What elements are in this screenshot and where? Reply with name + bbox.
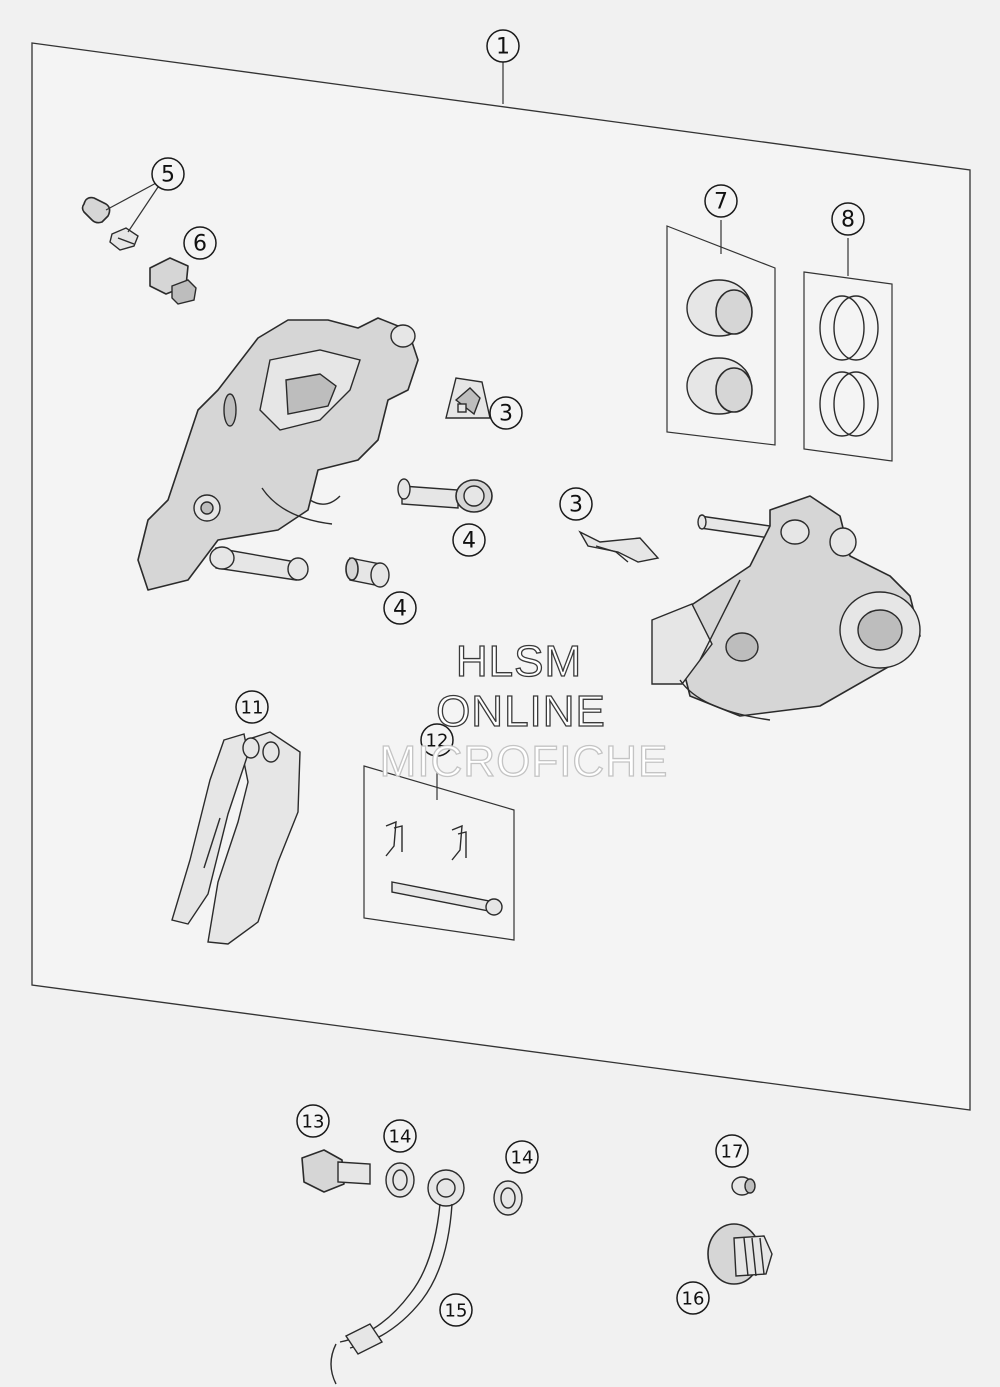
callout-11: 11 [235, 690, 269, 724]
callout-6-label: 6 [193, 232, 207, 257]
callout-14b-ring [505, 1140, 539, 1174]
callout-1-label: 1 [496, 35, 510, 60]
callout-8-ring [831, 202, 865, 236]
callout-6-ring [183, 226, 217, 260]
sealing-washer-a [385, 1162, 415, 1198]
watermark-line-2: ONLINE [436, 687, 606, 736]
callout-12: 12 [420, 723, 454, 757]
brake-pads [171, 731, 301, 945]
plug-screw [149, 257, 197, 305]
callout-4b-label: 4 [393, 597, 407, 622]
caliper-housing [137, 317, 419, 591]
callout-3b: 3 [559, 487, 593, 521]
callout-13-ring [296, 1104, 330, 1138]
callout-3b-label: 3 [569, 493, 583, 518]
callout-8: 8 [831, 202, 865, 236]
callout-4b-ring [383, 591, 417, 625]
callout-6: 6 [183, 226, 217, 260]
callout-4b: 4 [383, 591, 417, 625]
callout-4a-ring [452, 523, 486, 557]
callout-5-ring [151, 157, 185, 191]
watermark: HLSM ONLINE MICROFICHE [379, 636, 669, 786]
callout-3a-ring [489, 396, 523, 430]
callout-13-label: 13 [302, 1112, 325, 1133]
callout-1-ring [486, 29, 520, 63]
callout-7: 7 [704, 184, 738, 218]
callout-17-ring [715, 1134, 749, 1168]
seal-kit [803, 238, 893, 462]
callout-7-ring [704, 184, 738, 218]
guide-bushing [345, 557, 390, 588]
piston-kit [666, 220, 776, 446]
threaded-plug [707, 1223, 773, 1285]
pad-spring-upper [445, 377, 491, 419]
callout-14a-ring [383, 1119, 417, 1153]
guide-pin [397, 478, 493, 513]
callout-3b-ring [559, 487, 593, 521]
callout-15-ring [439, 1293, 473, 1327]
bleeder-screw [81, 181, 161, 251]
callout-11-label: 11 [241, 698, 264, 719]
callout-5-label: 5 [161, 163, 175, 188]
callout-3a: 3 [489, 396, 523, 430]
callout-5: 5 [151, 157, 185, 191]
callout-13: 13 [296, 1104, 330, 1138]
callout-14b: 14 [505, 1140, 539, 1174]
callout-1: 1 [486, 29, 520, 63]
callout-4a-label: 4 [462, 529, 476, 554]
callout-16-label: 16 [682, 1289, 705, 1310]
callout-3a-label: 3 [499, 402, 513, 427]
caliper-support [651, 495, 921, 721]
callout-15-label: 15 [445, 1301, 468, 1322]
callout-17-label: 17 [721, 1142, 744, 1163]
callout-4a: 4 [452, 523, 486, 557]
sealing-washer-b [493, 1180, 523, 1216]
bleed-cap [731, 1176, 756, 1196]
callout-16: 16 [676, 1281, 710, 1315]
watermark-line-1: HLSM [456, 637, 582, 686]
banjo-bolt [301, 1149, 371, 1193]
callout-16-ring [676, 1281, 710, 1315]
pad-spring-lower [578, 530, 660, 563]
callout-14a: 14 [383, 1119, 417, 1153]
callout-8-label: 8 [841, 208, 855, 233]
callout-17: 17 [715, 1134, 749, 1168]
callout-7-label: 7 [714, 190, 728, 215]
watermark-line-3: MICROFICHE [380, 737, 669, 786]
brake-line [330, 1169, 465, 1385]
callout-12-ring [420, 723, 454, 757]
callout-14a-label: 14 [389, 1127, 412, 1148]
callout-12-label: 12 [426, 731, 449, 752]
callout-11-ring [235, 690, 269, 724]
pin-kit [363, 758, 515, 941]
callout-14b-label: 14 [511, 1148, 534, 1169]
callout-15: 15 [439, 1293, 473, 1327]
